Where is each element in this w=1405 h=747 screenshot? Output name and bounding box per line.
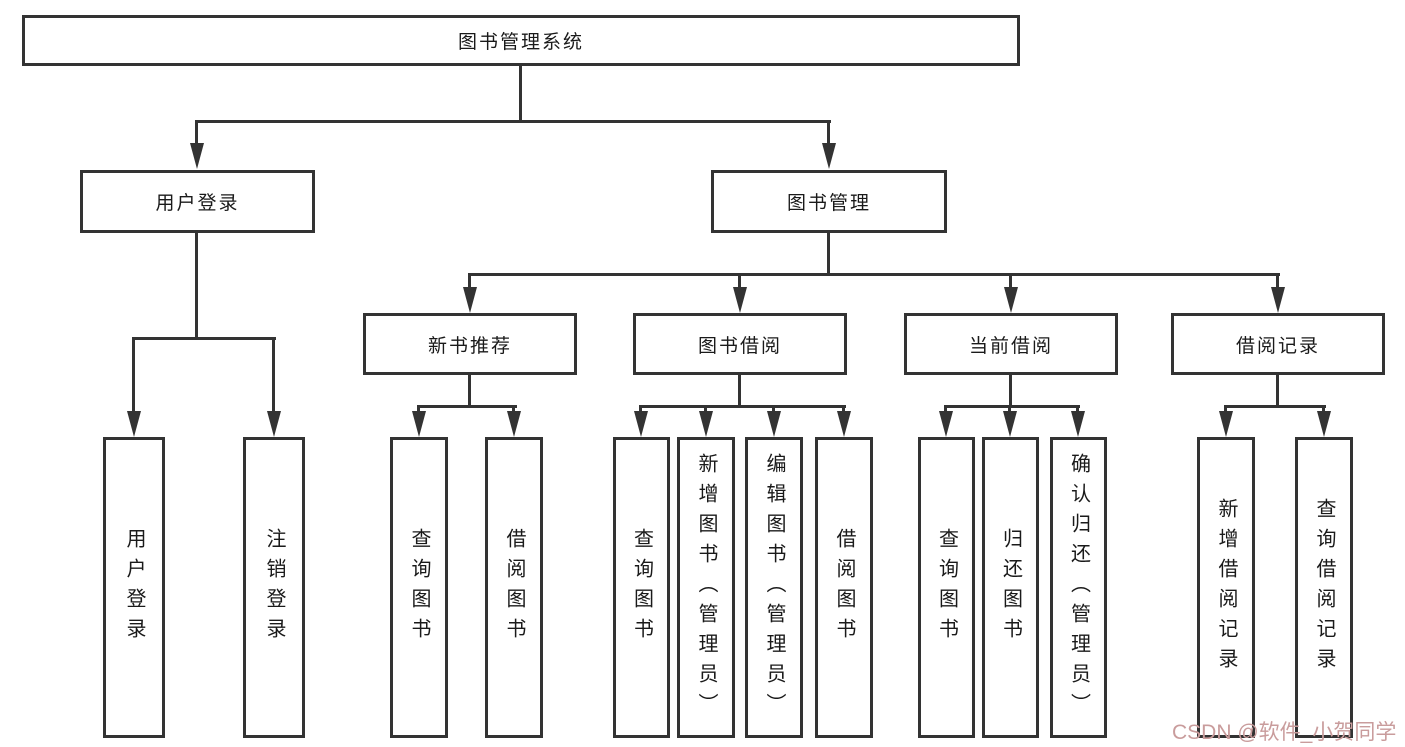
leaf-query-books-3: 查询图书 <box>918 437 975 738</box>
leaf-edit-books-admin: 编辑图书（管理员） <box>745 437 803 738</box>
connector-new-book-bus <box>417 405 517 408</box>
csdn-watermark: CSDN @软件_小贺同学 <box>1172 721 1397 744</box>
arrowhead-query-books-2 <box>634 411 648 437</box>
node-user-login-label: 用户登录 <box>155 193 240 214</box>
connector-drop-leaf-logout <box>272 337 275 413</box>
arrowhead-borrow-records <box>1271 287 1285 313</box>
node-new-book-recommend: 新书推荐 <box>363 313 577 375</box>
leaf-query-books-3-label: 查询图书 <box>935 527 958 648</box>
connector-drop-confirm-return <box>1076 405 1079 413</box>
connector-book-mgmt-bus <box>468 273 1280 276</box>
connector-drop-current-borrow <box>1009 273 1012 289</box>
arrowhead-new-book <box>463 287 477 313</box>
connector-drop-borrow-records <box>1276 273 1279 289</box>
leaf-user-login: 用户登录 <box>103 437 165 738</box>
arrowhead-leaf-user-login <box>127 411 141 437</box>
connector-drop-query-books-2 <box>639 405 642 413</box>
arrowhead-add-books <box>699 411 713 437</box>
connector-drop-book-borrow <box>738 273 741 289</box>
connector-root-bus <box>195 120 831 123</box>
arrowhead-user-login <box>190 143 204 169</box>
node-current-borrowing-label: 当前借阅 <box>968 335 1053 357</box>
node-user-login: 用户登录 <box>80 170 315 233</box>
leaf-logout: 注销登录 <box>243 437 305 738</box>
connector-drop-edit-books <box>772 405 775 413</box>
leaf-query-books-1: 查询图书 <box>390 437 448 738</box>
connector-drop-new-book <box>468 273 471 289</box>
arrowhead-borrow-books-1 <box>507 411 521 437</box>
leaf-add-books-admin: 新增图书（管理员） <box>677 437 735 738</box>
node-borrow-records: 借阅记录 <box>1171 313 1385 375</box>
leaf-add-books-admin-label: 新增图书（管理员） <box>695 452 717 723</box>
leaf-query-borrow-record: 查询借阅记录 <box>1295 437 1353 738</box>
leaf-confirm-return-admin-label: 确认归还（管理员） <box>1067 452 1090 723</box>
arrowhead-borrow-books-2 <box>837 411 851 437</box>
connector-book-borrow-stem <box>738 375 741 405</box>
arrowhead-add-record <box>1219 411 1233 437</box>
node-new-book-recommend-label: 新书推荐 <box>427 335 512 357</box>
connector-drop-borrow-books-1 <box>512 405 515 413</box>
node-borrow-records-label: 借阅记录 <box>1235 335 1320 357</box>
arrowhead-book-mgmt <box>822 143 836 169</box>
leaf-borrow-books-1: 借阅图书 <box>485 437 543 738</box>
connector-drop-query-books-3 <box>944 405 947 413</box>
leaf-add-borrow-record-label: 新增借阅记录 <box>1215 497 1237 678</box>
connector-drop-query-books-1 <box>417 405 420 413</box>
leaf-query-books-2-label: 查询图书 <box>630 527 653 648</box>
connector-drop-leaf-user-login <box>132 337 135 413</box>
leaf-query-books-1-label: 查询图书 <box>408 527 430 648</box>
leaf-borrow-books-2-label: 借阅图书 <box>833 527 855 648</box>
leaf-edit-books-admin-label: 编辑图书（管理员） <box>763 452 785 723</box>
leaf-query-books-2: 查询图书 <box>613 437 670 738</box>
connector-drop-add-books <box>704 405 707 413</box>
connector-current-borrow-bus <box>944 405 1080 408</box>
leaf-logout-label: 注销登录 <box>263 527 285 648</box>
connector-drop-user-login <box>195 120 198 146</box>
connector-borrow-records-bus <box>1224 405 1326 408</box>
arrowhead-leaf-logout <box>267 411 281 437</box>
leaf-return-books: 归还图书 <box>982 437 1039 738</box>
leaf-borrow-books-1-label: 借阅图书 <box>503 527 525 648</box>
node-root: 图书管理系统 <box>22 15 1020 66</box>
connector-drop-return-books <box>1008 405 1011 413</box>
arrowhead-current-borrow <box>1004 287 1018 313</box>
leaf-user-login-label: 用户登录 <box>123 527 145 648</box>
connector-drop-book-mgmt <box>827 120 830 146</box>
leaf-borrow-books-2: 借阅图书 <box>815 437 873 738</box>
arrowhead-return-books <box>1003 411 1017 437</box>
connector-borrow-records-stem <box>1276 375 1279 405</box>
arrowhead-query-books-1 <box>412 411 426 437</box>
node-book-management-label: 图书管理 <box>786 193 871 214</box>
connector-user-login-stem <box>195 233 198 337</box>
node-book-borrowing-label: 图书借阅 <box>697 335 782 357</box>
arrowhead-query-books-3 <box>939 411 953 437</box>
connector-current-borrow-stem <box>1009 375 1012 405</box>
node-book-borrowing: 图书借阅 <box>633 313 847 375</box>
node-root-label: 图书管理系统 <box>457 32 584 53</box>
connector-drop-query-record <box>1322 405 1325 413</box>
node-current-borrowing: 当前借阅 <box>904 313 1118 375</box>
leaf-confirm-return-admin: 确认归还（管理员） <box>1050 437 1107 738</box>
connector-user-login-bus <box>132 337 276 340</box>
leaf-add-borrow-record: 新增借阅记录 <box>1197 437 1255 738</box>
leaf-return-books-label: 归还图书 <box>999 527 1022 648</box>
arrowhead-edit-books <box>767 411 781 437</box>
arrowhead-query-record <box>1317 411 1331 437</box>
connector-book-mgmt-stem <box>827 233 830 273</box>
connector-new-book-stem <box>468 375 471 405</box>
leaf-query-borrow-record-label: 查询借阅记录 <box>1313 497 1335 678</box>
connector-book-borrow-bus <box>639 405 846 408</box>
connector-root-stem <box>519 66 522 120</box>
node-book-management: 图书管理 <box>711 170 947 233</box>
arrowhead-confirm-return <box>1071 411 1085 437</box>
arrowhead-book-borrow <box>733 287 747 313</box>
connector-drop-add-record <box>1224 405 1227 413</box>
connector-drop-borrow-books-2 <box>842 405 845 413</box>
